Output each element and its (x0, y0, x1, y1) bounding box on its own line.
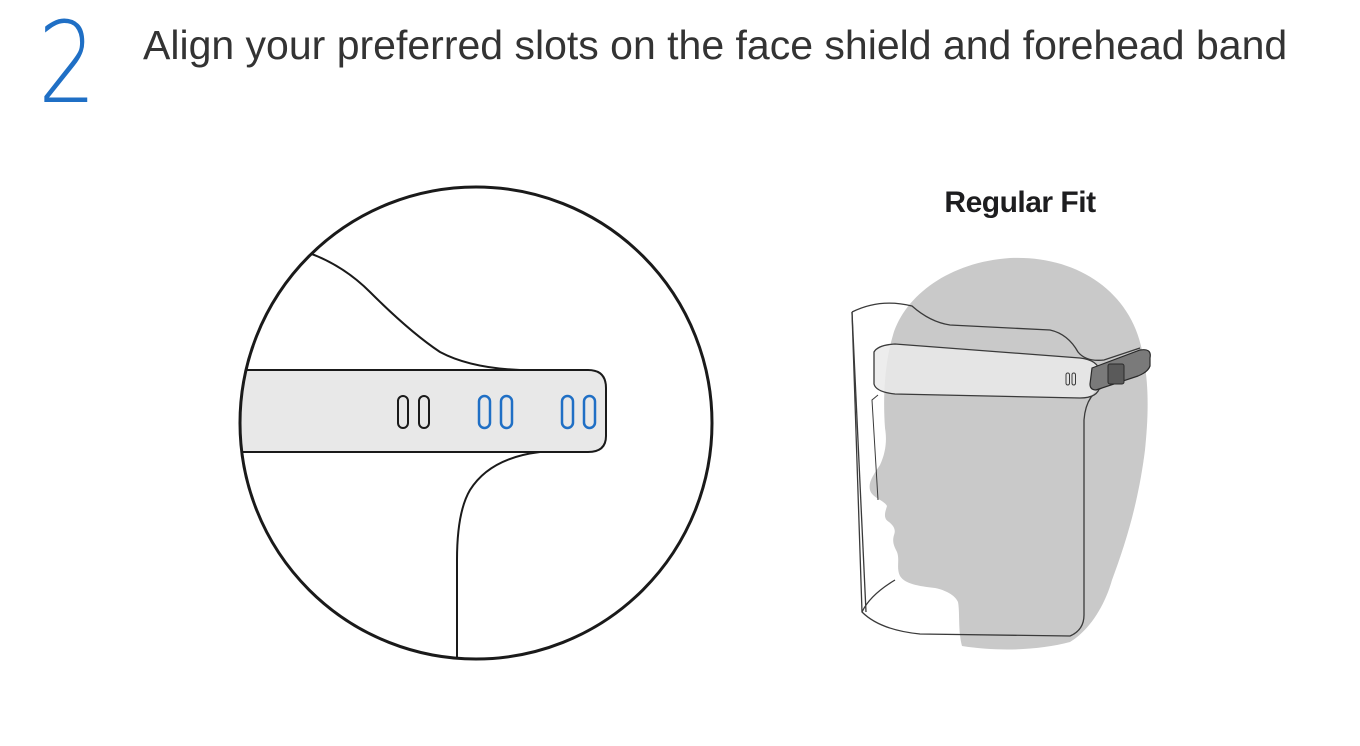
step-number: 2 (38, 0, 97, 129)
magnify-circle (238, 185, 714, 661)
band-slot-pair (397, 395, 430, 429)
shield-slot-pair-1 (477, 394, 514, 430)
adjuster-clip (1107, 363, 1125, 385)
shield-edge-lower (456, 451, 541, 659)
shield-left-edge (851, 311, 867, 613)
shield-top-edge (851, 302, 1141, 361)
shield-bottom-curve (861, 579, 896, 613)
regular-fit-label: Regular Fit (944, 186, 1096, 219)
shield-slot-pair-2 (560, 394, 597, 430)
shield-inner-edge (871, 394, 879, 501)
step-title: Align your preferred slots on the face s… (143, 22, 1288, 68)
shield-front-edge (851, 311, 1109, 637)
forehead-band (240, 369, 607, 453)
head-silhouette (869, 257, 1148, 650)
band-slots-small (1065, 372, 1076, 386)
shield-edge-upper (299, 249, 521, 371)
